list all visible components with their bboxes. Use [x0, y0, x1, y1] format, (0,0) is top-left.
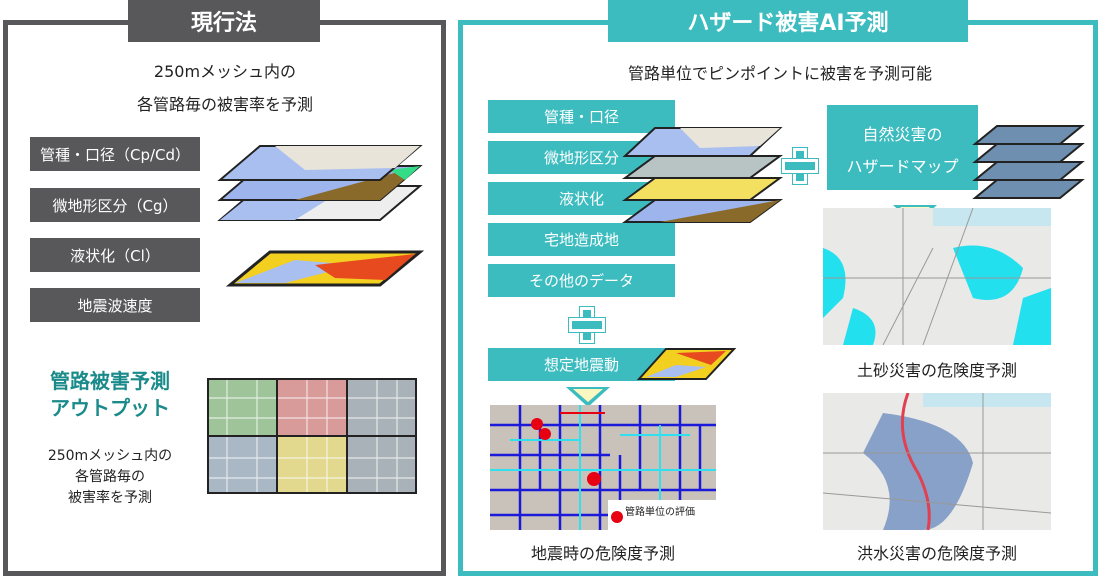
map-legend-label: 管路単位の評価: [625, 507, 695, 518]
factor-pipe-type: 管種・口径（Cp/Cd）: [30, 137, 200, 171]
flood-caption: 洪水災害の危険度予測: [856, 544, 1017, 563]
output-desc-1: 250mメッシュ内の: [47, 448, 173, 464]
landslide-map: [823, 208, 1051, 345]
factor-liquefaction: 液状化（Cl）: [30, 238, 200, 272]
arrow-down-icon: [566, 387, 610, 407]
ai-map-layers: [621, 127, 784, 223]
right-subtitle: 管路単位でピンポイントに被害を予測可能: [627, 64, 932, 83]
plus-icon-2: [780, 146, 820, 186]
factor-microtopography: 微地形区分（Cg）: [30, 188, 200, 222]
hazard-map-layers: [972, 125, 1085, 199]
ai-method-title: ハザード被害AI予測: [608, 0, 968, 42]
flood-map: [823, 393, 1051, 530]
hazard-map-box: 自然災害の ハザードマップ: [827, 105, 978, 190]
quake-caption: 地震時の危険度予測: [530, 544, 675, 563]
output-title-1: 管路被害予測: [50, 369, 170, 393]
left-subtitle-1: 250mメッシュ内の: [153, 62, 297, 81]
ai-factor-residential: 宅地造成地: [488, 223, 675, 256]
earthquake-map-layer: [636, 348, 736, 380]
factor-seismic-velocity: 地震波速度: [30, 288, 200, 322]
output-desc-2: 各管路毎の: [75, 469, 145, 485]
ai-factor-other: その他のデータ: [488, 264, 675, 297]
plus-icon: [567, 305, 607, 345]
ai-factor-pipe: 管種・口径: [488, 100, 675, 133]
hazard-map-line1: 自然災害の: [862, 125, 943, 144]
current-method-title: 現行法: [128, 0, 320, 42]
output-title-2: アウトプット: [50, 396, 170, 420]
pipe-network-map: [490, 405, 716, 530]
hazard-map-line2: ハザードマップ: [846, 157, 959, 176]
output-desc-3: 被害率を予測: [68, 490, 152, 506]
landslide-caption: 土砂災害の危険度予測: [856, 361, 1017, 380]
left-subtitle-2: 各管路毎の被害率を予測: [136, 95, 313, 114]
left-map-layers: [217, 145, 425, 287]
mesh-grid-map: [207, 378, 417, 494]
